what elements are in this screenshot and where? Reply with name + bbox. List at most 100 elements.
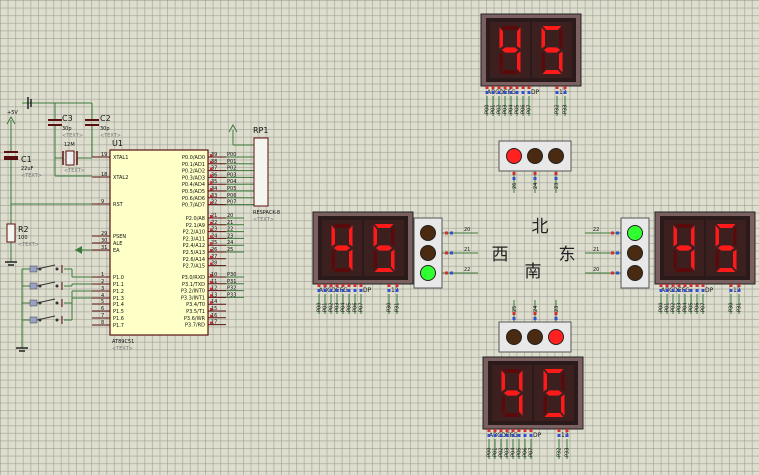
port2-net-label: 22: [227, 227, 233, 233]
direction-north: 北: [532, 217, 549, 237]
button-terminal: [38, 301, 42, 305]
light-net-label: 21: [593, 247, 599, 253]
mcu-at89c51[interactable]: U1AT89C51<TEXT>XTAL119XTAL218RST9PSEN29A…: [92, 139, 236, 352]
display-dp-label: DP: [705, 287, 714, 294]
mcu-pin-number: 4: [101, 293, 104, 299]
pin-marker: [689, 289, 693, 292]
pin-marker: [729, 289, 733, 292]
pin-marker: [521, 91, 525, 94]
light-net-label: 23: [554, 306, 560, 312]
display-pin-label: P31: [395, 303, 401, 312]
mcu-pin-number: 32: [211, 200, 217, 206]
segment-b: [517, 27, 521, 49]
r2-body[interactable]: [6, 223, 16, 243]
pin-marker: [210, 194, 213, 198]
pin-marker: [503, 91, 507, 94]
mcu-pin-name: P0.6/AD6: [182, 196, 205, 202]
mcu-pin-name: P1.7: [113, 323, 124, 329]
pin-marker: [210, 280, 213, 284]
direction-east: 东: [559, 245, 576, 265]
pin-marker: [512, 177, 516, 180]
pin-marker: [359, 284, 363, 287]
pin-marker: [499, 429, 503, 432]
r2-ref: R2: [18, 225, 29, 234]
display-pin-label: P04: [509, 105, 515, 114]
direction-south: 南: [525, 262, 542, 282]
mcu-pin-number: 31: [101, 245, 107, 251]
display-pin-label: P07: [701, 303, 707, 312]
pin-marker: [533, 317, 537, 320]
button-cap[interactable]: [29, 316, 38, 324]
pin-marker: [210, 167, 213, 171]
pin-marker: [497, 91, 501, 94]
pin-marker: [555, 86, 559, 89]
pin-marker: [512, 312, 516, 315]
pin-marker: [210, 308, 213, 311]
mcu-pin-name: P1.6: [113, 316, 124, 322]
pin-marker: [505, 429, 509, 432]
light-net-label: 21: [464, 247, 470, 253]
segment-e: [541, 51, 545, 73]
mcu-pin-number: 1: [101, 272, 104, 278]
mcu-pin-name: P0.0/AD0: [182, 155, 205, 161]
port0-net-label: P07: [227, 200, 236, 206]
mcu-pin-name: P0.5/AD5: [182, 189, 205, 195]
crystal-body[interactable]: [65, 150, 75, 166]
light-net-label: 25: [512, 306, 518, 312]
pin-marker: [521, 86, 525, 89]
display-pin-label: P00: [659, 303, 665, 312]
pin-marker: [729, 284, 733, 287]
mcu-pin-name: P2.5/A13: [183, 250, 205, 256]
segment-f: [499, 27, 503, 49]
pin-marker: [737, 289, 741, 292]
mcu-pin-name: RST: [113, 202, 124, 208]
button-terminal: [55, 284, 59, 288]
segment-e: [373, 249, 377, 271]
display-pin-label: P01: [493, 448, 499, 457]
pin-marker: [491, 86, 495, 89]
pin-marker: [527, 86, 531, 89]
button-cap[interactable]: [29, 299, 38, 307]
pin-marker: [485, 91, 489, 94]
mcu-pin-number: 14: [211, 299, 217, 305]
pin-marker: [335, 289, 339, 292]
pin-marker: [616, 251, 619, 255]
lamp-on-green: [627, 225, 643, 241]
pin-marker: [563, 91, 567, 94]
segment-f: [373, 225, 377, 247]
pin-marker: [210, 242, 213, 245]
button-cap[interactable]: [29, 282, 38, 290]
pin-marker: [511, 434, 515, 437]
pin-marker: [689, 284, 693, 287]
rp1-body[interactable]: [253, 137, 269, 207]
mcu-part: AT89C51: [112, 339, 134, 345]
pin-marker: [210, 221, 213, 225]
mcu-pin-number: 9: [101, 199, 104, 205]
display-pin-label: P03: [677, 303, 683, 312]
direction-labels: 北 西 东 南: [492, 217, 576, 282]
pin-marker: [701, 284, 705, 287]
pin-marker: [347, 284, 351, 287]
pin-marker: [677, 289, 681, 292]
pin-marker: [616, 231, 619, 235]
button-terminal: [55, 301, 59, 305]
button-cap[interactable]: [29, 265, 38, 273]
mcu-body[interactable]: [109, 149, 209, 336]
display-pin-label: P01: [665, 303, 671, 312]
push-buttons[interactable]: [16, 264, 63, 352]
pin-marker: [557, 429, 561, 432]
